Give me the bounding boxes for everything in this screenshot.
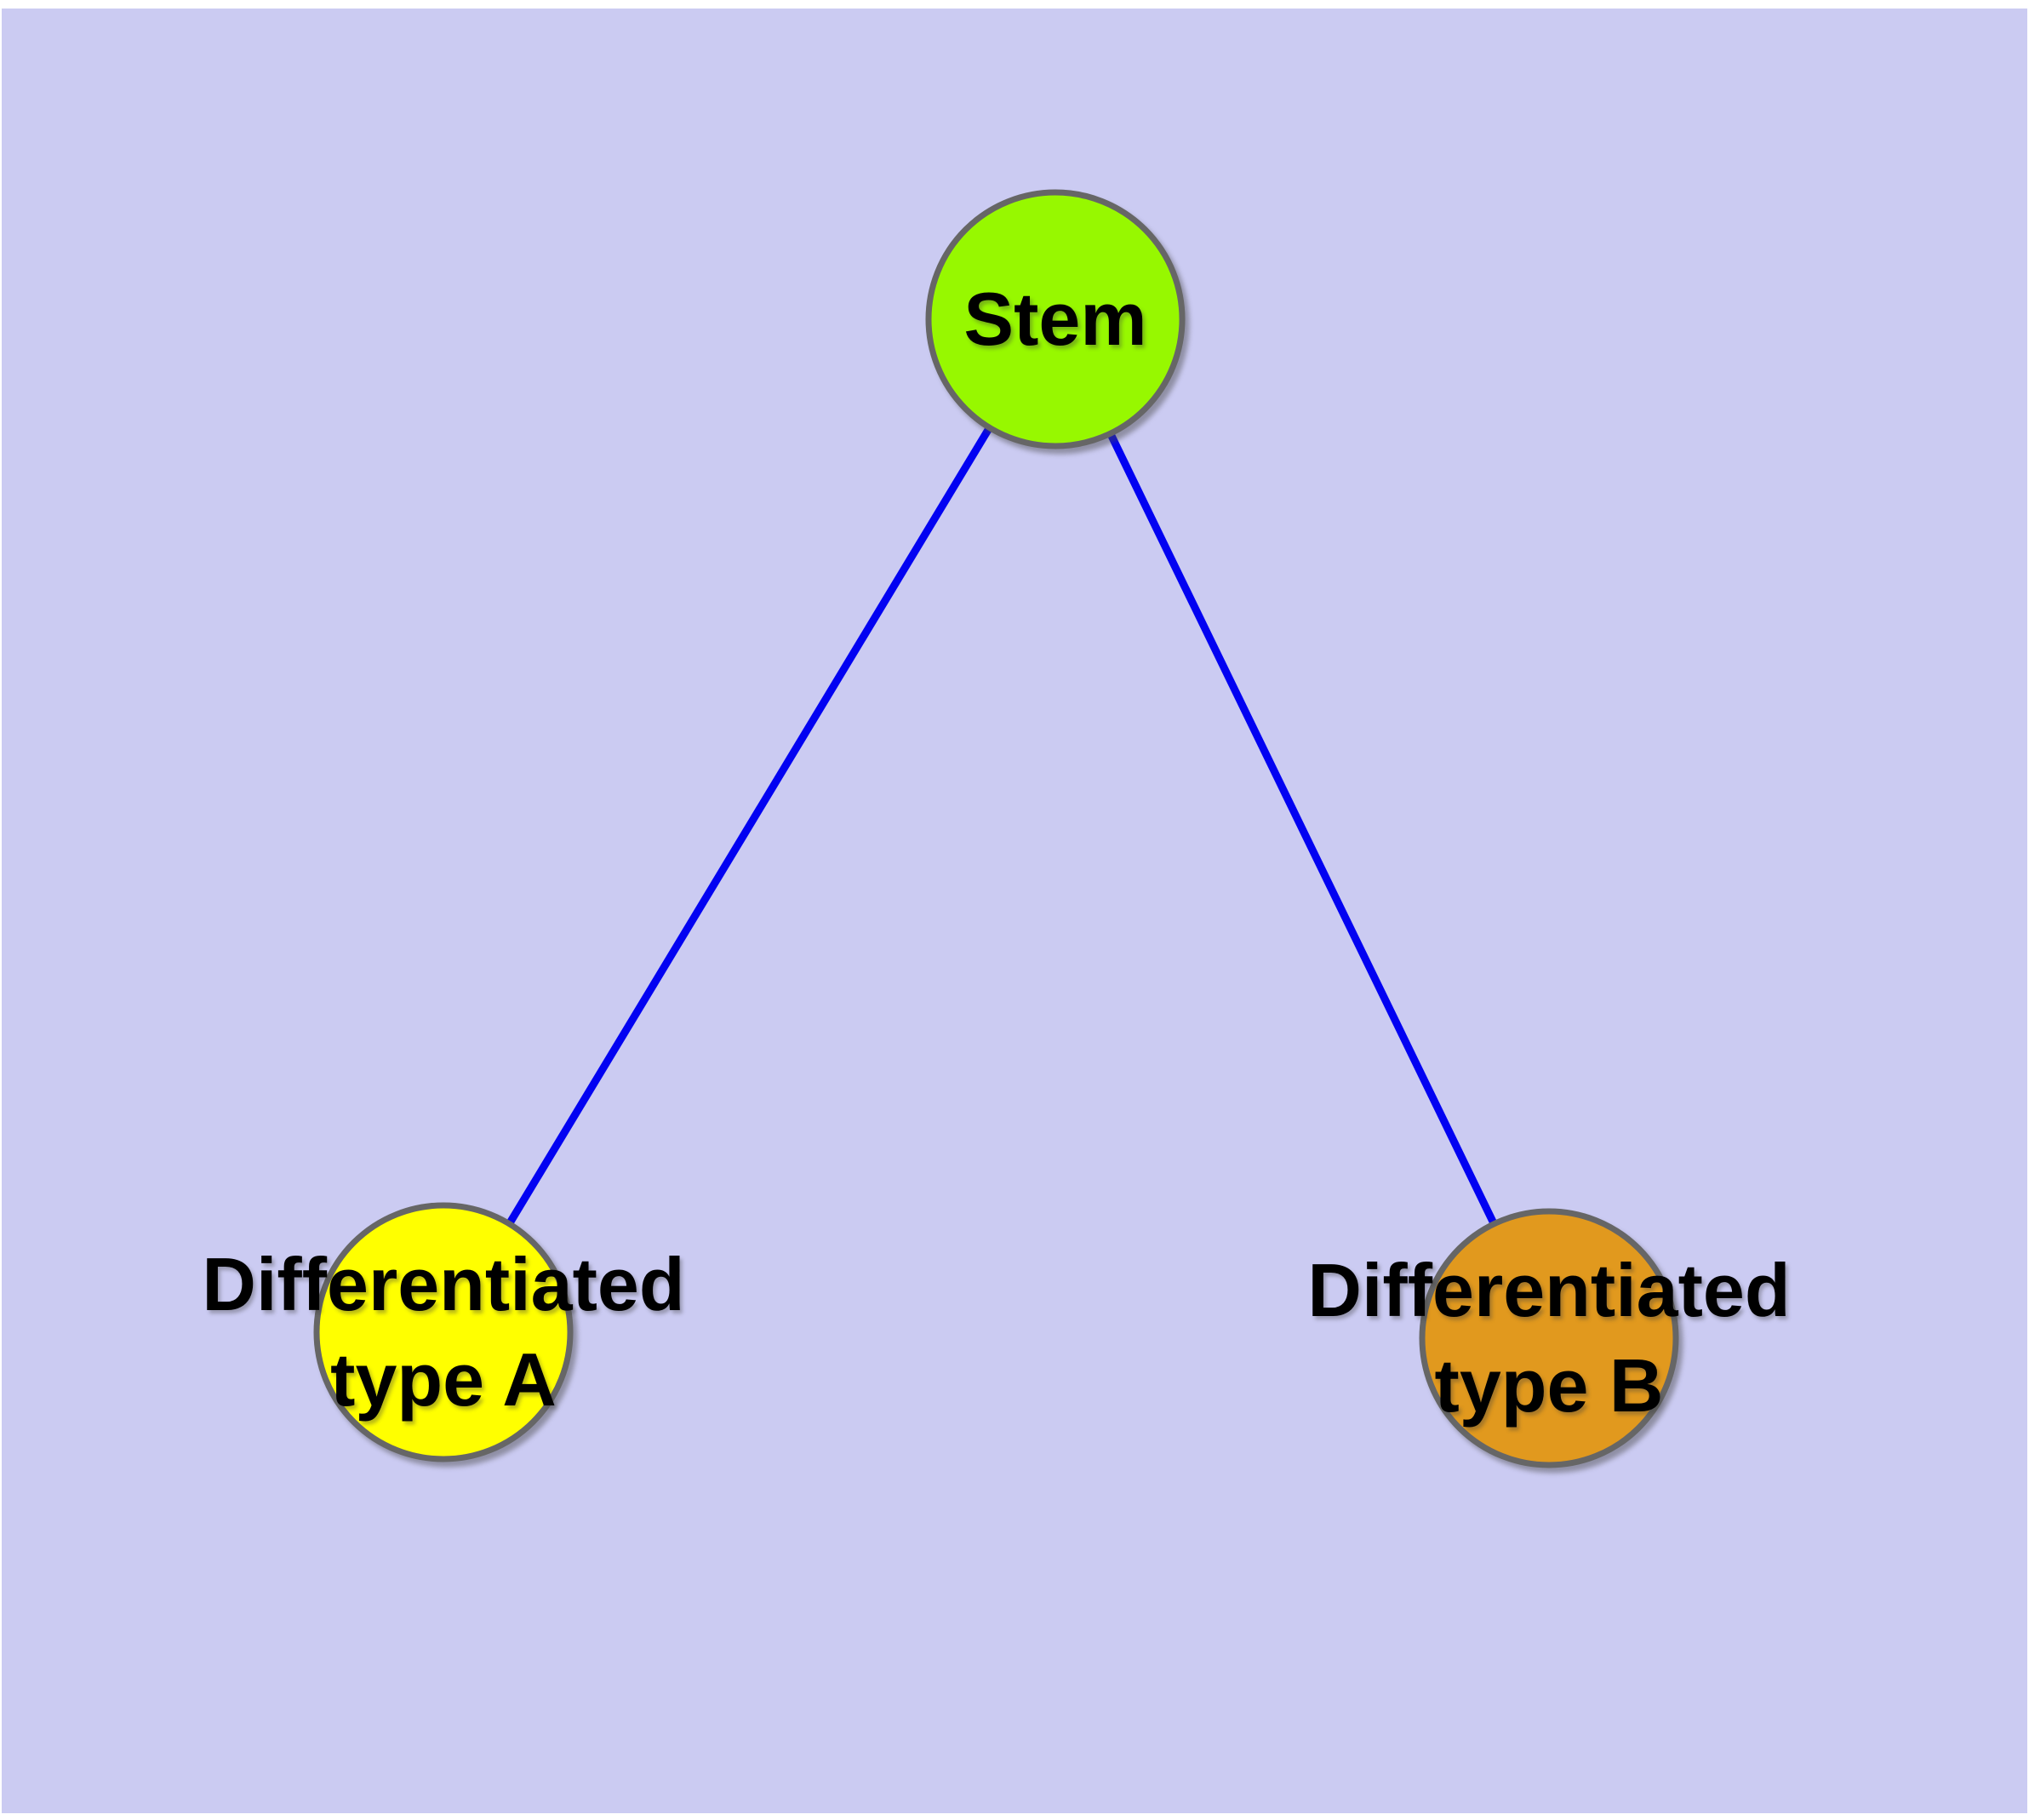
node-circle-differentiated-type-b: [1419, 1208, 1679, 1468]
edge-stem-to-type-b: [1107, 434, 1497, 1223]
node-circle-differentiated-type-a: [313, 1202, 574, 1462]
node-label-differentiated-type-a: Differentiated type A: [202, 1242, 685, 1422]
edge-stem-to-type-a: [507, 427, 992, 1224]
node-label-differentiated-type-b: Differentiated type B: [1307, 1248, 1791, 1428]
node-circle-stem: [925, 189, 1186, 449]
node-label-stem: Stem: [963, 277, 1147, 361]
